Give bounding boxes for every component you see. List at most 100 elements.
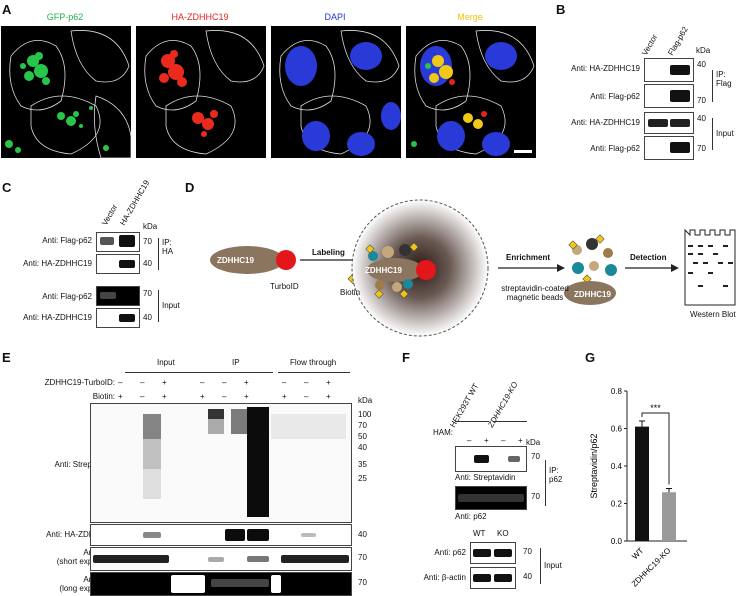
- sign-cell: –: [304, 392, 309, 401]
- blot-row-label: Anti: Streptavidin: [455, 473, 516, 482]
- kda-label: kDa: [526, 438, 541, 447]
- marker: 70: [523, 547, 532, 556]
- band: [473, 574, 491, 582]
- label-western-blot: Western Blot: [690, 310, 736, 319]
- image-dapi: [271, 26, 401, 158]
- band: [247, 556, 269, 562]
- group-label-input: Input: [540, 548, 562, 584]
- lane-label-wt: WT: [473, 529, 486, 538]
- band: [208, 557, 224, 562]
- significance-bracket: [641, 412, 670, 485]
- kda-label: kDa: [696, 46, 711, 55]
- x-tick-label: WT: [630, 546, 645, 561]
- row-label-biotin: Biotin:: [92, 392, 115, 401]
- group-label-input: Input: [158, 290, 180, 322]
- band: [494, 574, 512, 582]
- band: [247, 529, 269, 541]
- band: [301, 533, 316, 537]
- group-flow-through: Flow through: [290, 358, 337, 367]
- band: [508, 456, 520, 462]
- blot-row-label: Anti: Flag-p62: [590, 144, 640, 153]
- sign-cell: +: [484, 436, 489, 445]
- blot-e-p62-short: [90, 547, 352, 571]
- marker: 40: [697, 60, 706, 69]
- band: [648, 119, 668, 127]
- marker: 50: [358, 432, 367, 441]
- blot-row-label: Anti: Flag-p62: [42, 292, 92, 301]
- band: [494, 549, 512, 557]
- panel-a-label: A: [2, 2, 12, 17]
- sign-cell: –: [467, 436, 472, 445]
- sign-cell: –: [222, 378, 227, 387]
- ham-label: HAM:: [433, 428, 453, 437]
- blot-f-input-actin: [470, 567, 516, 589]
- y-tick-label: 0.8: [611, 387, 623, 396]
- blot-row-label: Anti: HA-ZDHHC19: [23, 259, 92, 268]
- blot-c-flag-ip: [96, 232, 140, 252]
- blot-b-ha-ip: [644, 58, 694, 82]
- blot-row-label: Anti: Streptavidin: [54, 460, 115, 469]
- band: [670, 119, 690, 127]
- label-enrichment: Enrichment: [506, 253, 551, 262]
- kda-label: kDa: [358, 396, 373, 405]
- sign-cell: +: [326, 378, 331, 387]
- turboid-enzyme: [276, 250, 296, 270]
- group-label-ip-flag: IP: Flag: [712, 70, 732, 102]
- band: [100, 292, 116, 299]
- band: [281, 555, 349, 563]
- marker: 70: [531, 492, 540, 501]
- blot-row-label: Anti: p62: [455, 512, 487, 521]
- band: [458, 494, 524, 502]
- marker: 70: [531, 452, 540, 461]
- channel-title-gfp: GFP-p62: [46, 12, 84, 22]
- blot-c-ha-ip: [96, 254, 140, 274]
- label-labeling: Labeling: [312, 248, 345, 257]
- group-line: [125, 372, 205, 373]
- marker: 40: [358, 443, 367, 452]
- sign-cell: –: [140, 392, 145, 401]
- band: [119, 314, 135, 322]
- sign-cell: +: [518, 436, 523, 445]
- blot-row-label: Anti: p62: [434, 548, 466, 557]
- marker: 70: [358, 578, 367, 587]
- blot-row-label: Anti: β-actin: [423, 573, 466, 582]
- band: [119, 235, 135, 247]
- group-line: [205, 372, 273, 373]
- sign-cell: –: [501, 436, 506, 445]
- group-label-ip-ha: IP: HA: [158, 238, 173, 270]
- bar: [662, 492, 676, 541]
- image-ha: [136, 26, 266, 158]
- lane-label-vector: Vector: [640, 32, 660, 57]
- label-zdhhc19: ZDHHC19: [217, 256, 254, 265]
- panel-g-label: G: [585, 350, 596, 365]
- blot-e-ha: [90, 524, 352, 546]
- label-detection: Detection: [630, 253, 667, 262]
- zdhhc19-protein: [210, 246, 284, 274]
- panel-b-label: B: [556, 2, 566, 17]
- panel-d-label: D: [185, 180, 195, 195]
- sign-cell: –: [282, 378, 287, 387]
- sign-cell: +: [282, 392, 287, 401]
- y-axis-label: Streptavidin/p62: [589, 433, 599, 498]
- marker: 40: [143, 313, 152, 322]
- marker: 70: [358, 421, 367, 430]
- sign-cell: –: [304, 378, 309, 387]
- lane-label-flag-p62: Flag-p62: [666, 25, 690, 57]
- western-blot-icon: [684, 228, 736, 306]
- blot-b-ha-input: [644, 112, 694, 134]
- blot-b-flag-ip: [644, 84, 694, 108]
- label-zdhhc19-enriched: ZDHHC19: [574, 290, 611, 299]
- blot-row-label: Anti: Flag-p62: [590, 92, 640, 101]
- kda-label: kDa: [143, 222, 158, 231]
- marker: 70: [358, 553, 367, 562]
- sign-cell: +: [162, 378, 167, 387]
- sign-cell: –: [200, 378, 205, 387]
- lane-label-vector: Vector: [100, 202, 120, 227]
- blot-row-label: Anti: HA-ZDHHC19: [23, 313, 92, 322]
- bar: [635, 426, 649, 541]
- band: [225, 529, 245, 541]
- significance-label: ***: [650, 403, 661, 413]
- blot-c-flag-input: [96, 286, 140, 306]
- band: [474, 455, 489, 463]
- marker: 70: [697, 96, 706, 105]
